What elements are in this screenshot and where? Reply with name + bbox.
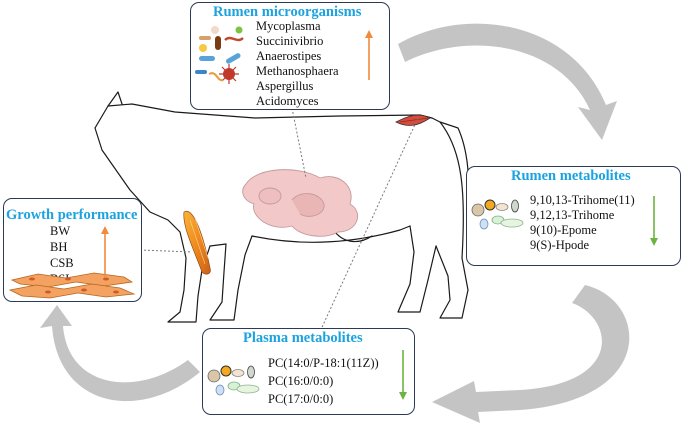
microorganism-item: Anaerostipes bbox=[256, 49, 322, 63]
cells-icon bbox=[471, 199, 524, 230]
rumen-metabolite-item: 9(10)-Epome bbox=[530, 223, 597, 237]
microorganism-item: Mycoplasma bbox=[256, 19, 321, 33]
trend-up-arrow-icon bbox=[101, 226, 109, 278]
dashed-connectors bbox=[139, 107, 419, 337]
rumen-metabolite-item: 9,12,13-Trihome bbox=[530, 208, 615, 222]
microorganism-item: Aspergillus bbox=[256, 79, 314, 93]
trend-down-arrow-icon bbox=[650, 196, 658, 246]
rumen-metabolites-title: Rumen metabolites bbox=[511, 168, 631, 184]
microorganism-item: Acidomyces bbox=[256, 94, 319, 108]
rumen-organ-icon bbox=[242, 169, 359, 237]
rumen-microorganisms-title: Rumen microorganisms bbox=[213, 4, 362, 20]
plasma-metabolite-item: PC(14:0/P-18:1(11Z)) bbox=[268, 356, 379, 370]
rumen-metabolite-item: 9(S)-Hpode bbox=[530, 238, 590, 252]
microorganism-item: Methanosphaera bbox=[256, 64, 339, 78]
cells-icon bbox=[207, 365, 260, 396]
rumen-metabolite-item: 9,10,13-Trihome(11) bbox=[530, 193, 635, 207]
growth-item: BH bbox=[50, 240, 68, 254]
plasma-metabolite-item: PC(17:0/0:0) bbox=[268, 392, 334, 406]
rumen-metabolites-box bbox=[466, 166, 681, 266]
trend-down-arrow-icon bbox=[399, 350, 407, 400]
cycle-arrow-bottom-left bbox=[40, 305, 200, 402]
muscle-tissue-icon bbox=[8, 272, 136, 299]
trend-up-arrow-icon bbox=[365, 30, 373, 80]
rumen-microorganisms-box bbox=[190, 2, 390, 110]
microorganism-item: Succinivibrio bbox=[256, 34, 324, 48]
cycle-arrows bbox=[40, 23, 630, 423]
cycle-arrow-top-right bbox=[398, 23, 617, 140]
plasma-metabolite-item: PC(16:0/0:0) bbox=[268, 374, 334, 388]
growth-item: CSB bbox=[50, 256, 74, 270]
bacteria-icon bbox=[195, 26, 244, 84]
tail-marker-icon bbox=[395, 114, 431, 126]
plasma-metabolites-title: Plasma metabolites bbox=[243, 330, 363, 346]
growth-item: BW bbox=[50, 224, 71, 238]
growth-performance-title: Growth performance bbox=[6, 207, 138, 223]
muscle-icon bbox=[183, 211, 211, 275]
cow-illustration bbox=[94, 91, 470, 323]
cycle-arrow-right-down bbox=[432, 285, 630, 423]
